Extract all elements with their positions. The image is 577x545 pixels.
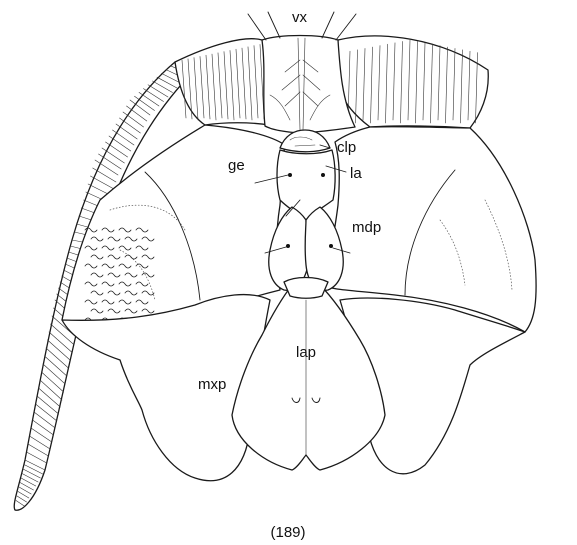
label-mxp: mxp (198, 376, 226, 393)
label-clp: clp (337, 139, 356, 156)
labrum (277, 150, 335, 220)
labrum-seta-base (288, 173, 292, 177)
figure-caption: (189) (270, 524, 305, 541)
label-vx: vx (292, 9, 308, 26)
clypeus (280, 130, 330, 152)
label-la: la (350, 165, 362, 182)
label-ge: ge (228, 157, 245, 174)
label-lap: lap (296, 344, 316, 361)
label-mdp: mdp (352, 219, 381, 236)
labrum-seta-base (321, 173, 325, 177)
right-dorsal-segment (337, 36, 488, 128)
mdp-seta-base (329, 244, 333, 248)
labial-palp-base (284, 278, 328, 299)
mdp-seta-base (286, 244, 290, 248)
